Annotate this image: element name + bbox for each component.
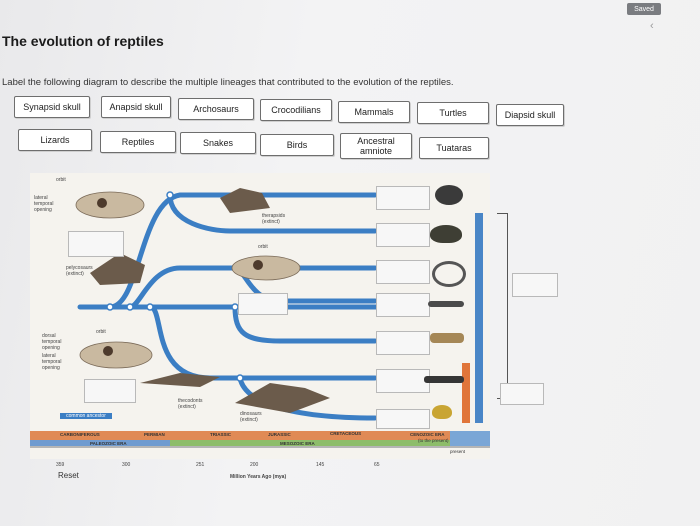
chip-snakes[interactable]: Snakes <box>180 132 256 154</box>
dropzone-mammals[interactable] <box>376 186 430 210</box>
chip-mammals[interactable]: Mammals <box>338 101 410 123</box>
era-triassic: TRIASSIC <box>210 432 232 437</box>
chip-anapsid-skull[interactable]: Anapsid skull <box>101 96 171 118</box>
chip-reptiles[interactable]: Reptiles <box>100 131 176 153</box>
dropzone-lizards[interactable] <box>376 293 430 317</box>
chip-synapsid-skull[interactable]: Synapsid skull <box>14 96 90 118</box>
chip-diapsid-skull[interactable]: Diapsid skull <box>496 104 564 126</box>
bird-icon <box>432 405 452 419</box>
label-lateral-temporal-2: lateral temporal opening <box>42 353 62 371</box>
era-mesozoic: MESOZOIC ERA <box>280 441 315 446</box>
label-common-ancestor: common ancestor <box>60 413 112 419</box>
dropzone-turtles[interactable] <box>376 223 430 247</box>
axis-label: Million Years Ago (mya) <box>230 474 287 480</box>
axis-tick-251: 251 <box>196 462 205 468</box>
label-dorsal-temporal: dorsal temporal opening <box>42 333 62 351</box>
era-carboniferous: CARBONIFEROUS <box>60 432 100 437</box>
snake-icon <box>432 261 466 287</box>
label-orbit-lower: orbit <box>96 329 106 335</box>
chip-crocodilians[interactable]: Crocodilians <box>260 99 332 121</box>
era-permian: PERMIAN <box>144 432 165 437</box>
therapsid-figure <box>220 188 270 213</box>
saved-status-badge: Saved <box>627 3 661 15</box>
dropzone-crocodilians[interactable] <box>376 369 430 393</box>
label-orbit-top: orbit <box>56 177 66 183</box>
dropzone-2[interactable] <box>84 379 136 403</box>
phylogeny-tree-graphic <box>30 188 490 448</box>
archosaur-clade-bar <box>462 363 470 423</box>
thecodont-figure <box>140 373 220 387</box>
mammal-icon <box>435 185 463 205</box>
chip-lizards[interactable]: Lizards <box>18 129 92 151</box>
dinosaur-figure <box>235 383 330 413</box>
era-jurassic: JURASSIC <box>268 432 291 437</box>
chip-turtles[interactable]: Turtles <box>417 102 489 124</box>
synapsid-skull-top <box>75 191 145 219</box>
crocodile-icon <box>424 376 464 383</box>
pelycosaur-figure <box>90 253 145 285</box>
era-cenozoic: CENOZOIC ERA <box>410 432 445 437</box>
phylogeny-diagram: orbit lateral temporal opening pelycosau… <box>30 173 490 459</box>
chevron-left-icon[interactable]: ‹ <box>650 20 654 32</box>
dropzone-1[interactable] <box>68 231 124 257</box>
label-thecodonts: thecodonts (extinct) <box>178 398 203 410</box>
era-paleozoic: PALEOZOIC ERA <box>90 441 127 446</box>
label-pelycosaurs: pelycosaurs (extinct) <box>66 265 93 277</box>
axis-tick-359: 359 <box>56 462 65 468</box>
lizard-icon <box>428 301 464 307</box>
era-cretaceous: CRETACEOUS <box>330 431 362 436</box>
diapsid-skull-left <box>79 341 153 369</box>
chip-tuataras[interactable]: Tuataras <box>419 137 489 159</box>
dropzone-birds[interactable] <box>376 409 430 429</box>
axis-tick-200: 200 <box>250 462 259 468</box>
chip-birds[interactable]: Birds <box>260 134 334 156</box>
label-therapsids: therapsids (extinct) <box>262 213 286 225</box>
bracket-reptiles <box>497 213 508 399</box>
dropzone-tuataras[interactable] <box>376 331 430 355</box>
label-lateral-temporal: lateral temporal opening <box>34 195 54 213</box>
era-cenozoic-sub: (to the present) <box>418 438 449 443</box>
dropzone-bracket-reptiles[interactable] <box>512 273 558 297</box>
turtle-icon <box>430 225 462 243</box>
axis-tick-65: 65 <box>374 462 380 468</box>
reset-button[interactable]: Reset <box>58 471 79 480</box>
label-dinosaurs: dinosaurs (extinct) <box>240 411 262 423</box>
dropzone-bracket-archosaurs[interactable] <box>500 383 544 405</box>
tuatara-icon <box>430 333 464 343</box>
reptile-clade-bar <box>475 213 483 423</box>
era-present: present <box>450 449 466 454</box>
axis-tick-300: 300 <box>122 462 131 468</box>
dropzone-snakes[interactable] <box>376 260 430 284</box>
label-orbit-middle: orbit <box>258 244 268 250</box>
page-title: The evolution of reptiles <box>2 33 164 49</box>
dropzone-3[interactable] <box>238 293 288 315</box>
axis-tick-145: 145 <box>316 462 325 468</box>
chip-ancestral-amniote[interactable]: Ancestral amniote <box>340 133 412 159</box>
synapsid-skull-middle <box>231 255 301 281</box>
chip-archosaurs[interactable]: Archosaurs <box>178 98 254 120</box>
instructions: Label the following diagram to describe … <box>2 77 454 88</box>
